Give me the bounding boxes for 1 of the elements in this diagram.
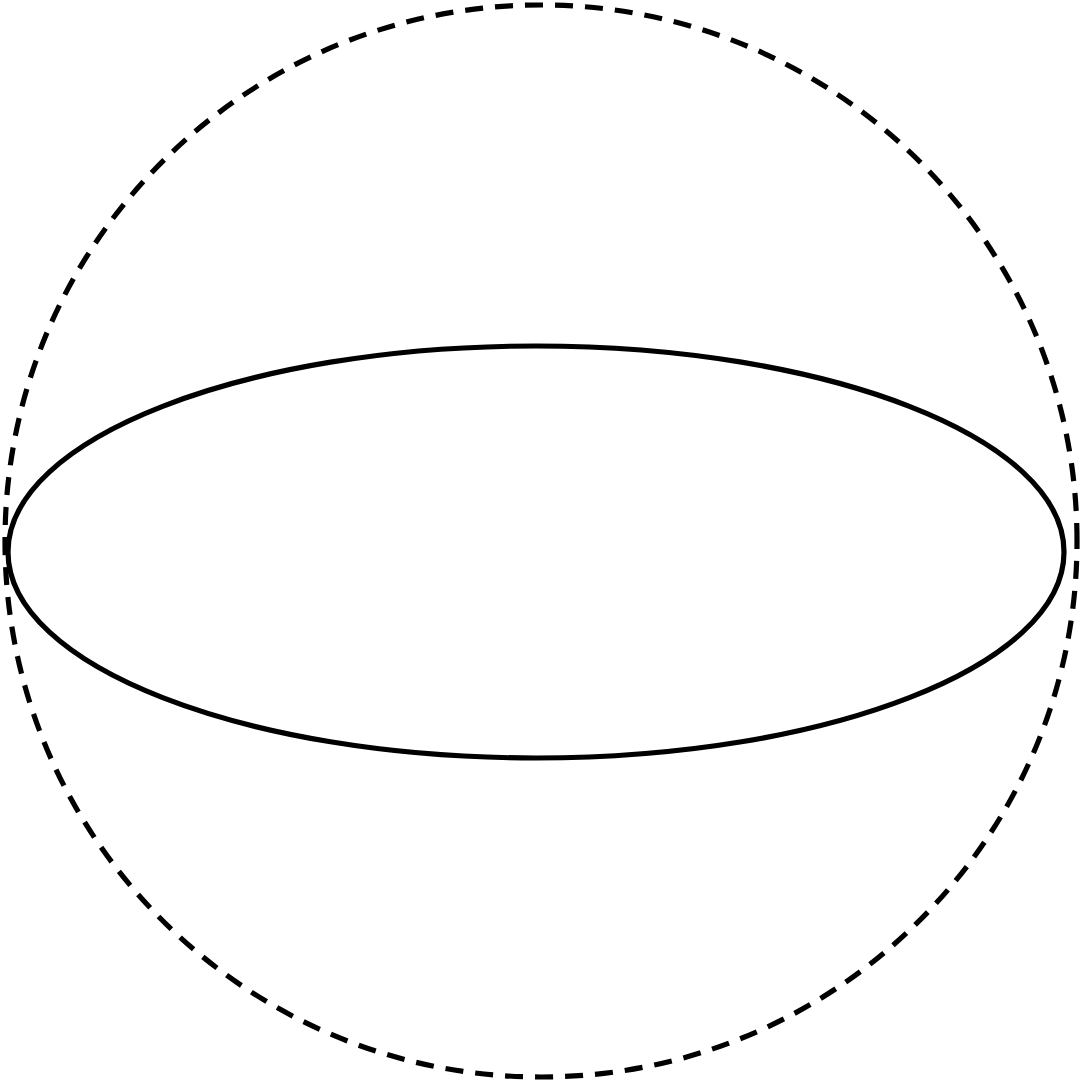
- ellipse: [5, 343, 1067, 761]
